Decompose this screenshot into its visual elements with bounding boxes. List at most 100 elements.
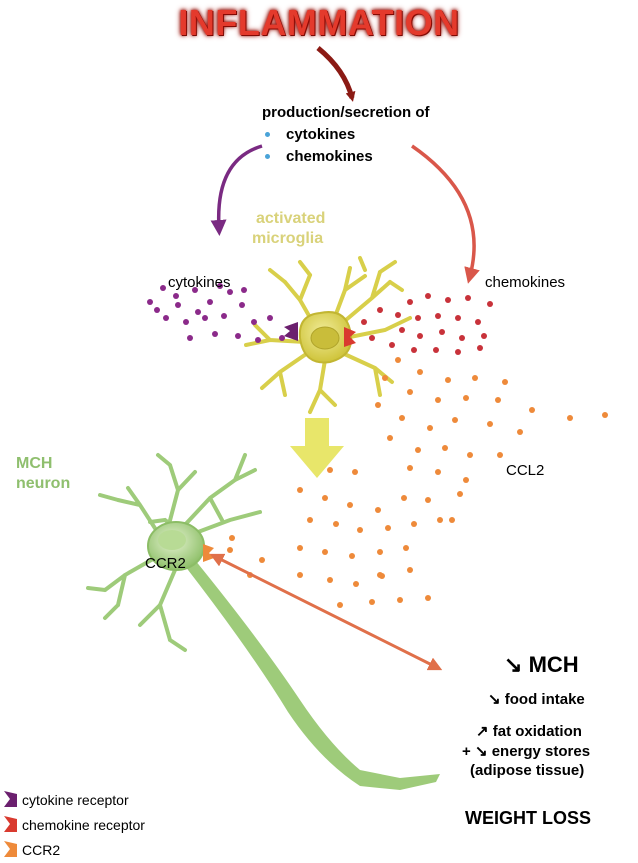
cytokine-dot: [251, 319, 257, 325]
cytokine-dot: [217, 283, 223, 289]
ccl2-dot: [467, 452, 473, 458]
cytokine-dot: [241, 287, 247, 293]
effect-energy-stores-text: energy stores: [491, 743, 591, 760]
ccl2-dot: [449, 517, 455, 523]
cytokine-dot: [221, 313, 227, 319]
legend-chemokine-receptor-icon: [4, 816, 17, 832]
effect-adipose: (adipose tissue): [470, 762, 585, 779]
ccl2-dot: [497, 452, 503, 458]
ccl2-dot: [452, 417, 458, 423]
ccl2-dot: [463, 395, 469, 401]
ccl2-dot: [349, 553, 355, 559]
ccl2-dot: [382, 375, 388, 381]
cytokines-label: cytokines: [168, 274, 231, 291]
ccl2-dot: [403, 545, 409, 551]
chemokines-arrow: [411, 144, 480, 284]
chemokine-dot: [455, 349, 461, 355]
neuron-axon: [185, 560, 440, 790]
effect-food-intake-text: food intake: [504, 691, 585, 708]
ccl2-dot: [377, 572, 383, 578]
weight-loss: WEIGHT LOSS: [465, 808, 591, 828]
ccl2-dot: [327, 577, 333, 583]
cytokines-arrow: [210, 144, 263, 236]
ccl2-dot: [401, 495, 407, 501]
ccl2-dot: [425, 497, 431, 503]
cytokine-dot: [192, 287, 198, 293]
ccl2-dot: [529, 407, 535, 413]
ccl2-dot: [399, 415, 405, 421]
down-arrow: [290, 418, 344, 478]
effect-fat-oxidation: ↗ fat oxidation: [476, 722, 582, 740]
chemokine-dot: [475, 319, 481, 325]
activated-microglia-label-2: microglia: [252, 230, 324, 247]
ccl2-dot: [387, 435, 393, 441]
ccl2-dot: [353, 581, 359, 587]
ccl2-dot: [407, 567, 413, 573]
chemokine-dot: [407, 299, 413, 305]
ccl2-dot: [337, 602, 343, 608]
ccl2-dot: [437, 517, 443, 523]
chemokine-dot: [433, 347, 439, 353]
production-item-chemokines: chemokines: [286, 148, 373, 165]
ccl2-dot: [375, 507, 381, 513]
ccr2-label: CCR2: [145, 555, 186, 572]
ccl2-dot: [411, 521, 417, 527]
decrease-arrow-icon: ↘: [488, 691, 501, 708]
increase-arrow-icon: ↗: [476, 723, 489, 740]
ccl2-dot: [435, 469, 441, 475]
legend-cytokine-receptor: cytokine receptor: [22, 792, 129, 808]
ccl2-dot: [322, 549, 328, 555]
legend-ccr2-icon: [4, 841, 17, 857]
mch-neuron-label-2: neuron: [16, 475, 71, 492]
cytokine-dot: [160, 285, 166, 291]
ccl2-dot: [435, 397, 441, 403]
effect-food-intake: ↘ food intake: [488, 690, 585, 708]
cytokine-dot: [163, 315, 169, 321]
chemokine-dots: [361, 293, 493, 355]
ccl2-dot: [407, 465, 413, 471]
ccl2-dot: [567, 415, 573, 421]
ccl2-dot: [357, 527, 363, 533]
mch-neuron-label-1: MCH: [16, 455, 53, 472]
ccl2-dot: [375, 402, 381, 408]
ccl2-dot: [502, 379, 508, 385]
cytokine-dot: [154, 307, 160, 313]
cytokine-dot: [255, 337, 261, 343]
cytokine-dot: [235, 333, 241, 339]
ccl2-dot: [347, 502, 353, 508]
ccl2-dot: [602, 412, 608, 418]
ccl2-dot: [385, 525, 391, 531]
chemokines-label: chemokines: [485, 274, 566, 291]
decrease-arrow-icon: ↘: [504, 652, 523, 677]
plus-sign: +: [462, 743, 471, 760]
effect-mch: ↘ MCH: [504, 652, 579, 678]
chemokine-dot: [399, 327, 405, 333]
ccl2-dot: [472, 375, 478, 381]
production-heading: production/secretion of: [262, 104, 430, 121]
ccl2-dot: [377, 549, 383, 555]
ccl2-dot: [487, 421, 493, 427]
legend-ccr2: CCR2: [22, 842, 61, 858]
ccl2-dot: [445, 377, 451, 383]
ccl2-dot: [369, 599, 375, 605]
legend-cytokine-receptor-icon: [4, 791, 17, 807]
cytokine-dot: [175, 302, 181, 308]
activated-microglia-label-1: activated: [256, 210, 326, 227]
ccl2-dot: [517, 429, 523, 435]
chemokine-dot: [425, 293, 431, 299]
ccl2-dot: [327, 467, 333, 473]
ccl2-label: CCL2: [506, 462, 545, 479]
production-item-cytokines: cytokines: [286, 126, 356, 143]
ccl2-dot: [297, 487, 303, 493]
ccl2-dot: [442, 445, 448, 451]
ccl2-dot: [495, 397, 501, 403]
cytokine-dot: [267, 315, 273, 321]
ccr2-effect-arrow: [209, 553, 443, 671]
ccl2-dot: [427, 425, 433, 431]
cytokine-dot: [239, 302, 245, 308]
ccl2-dot: [395, 357, 401, 363]
chemokine-dot: [465, 295, 471, 301]
cytokine-dots: [147, 283, 285, 343]
chemokine-dot: [389, 342, 395, 348]
